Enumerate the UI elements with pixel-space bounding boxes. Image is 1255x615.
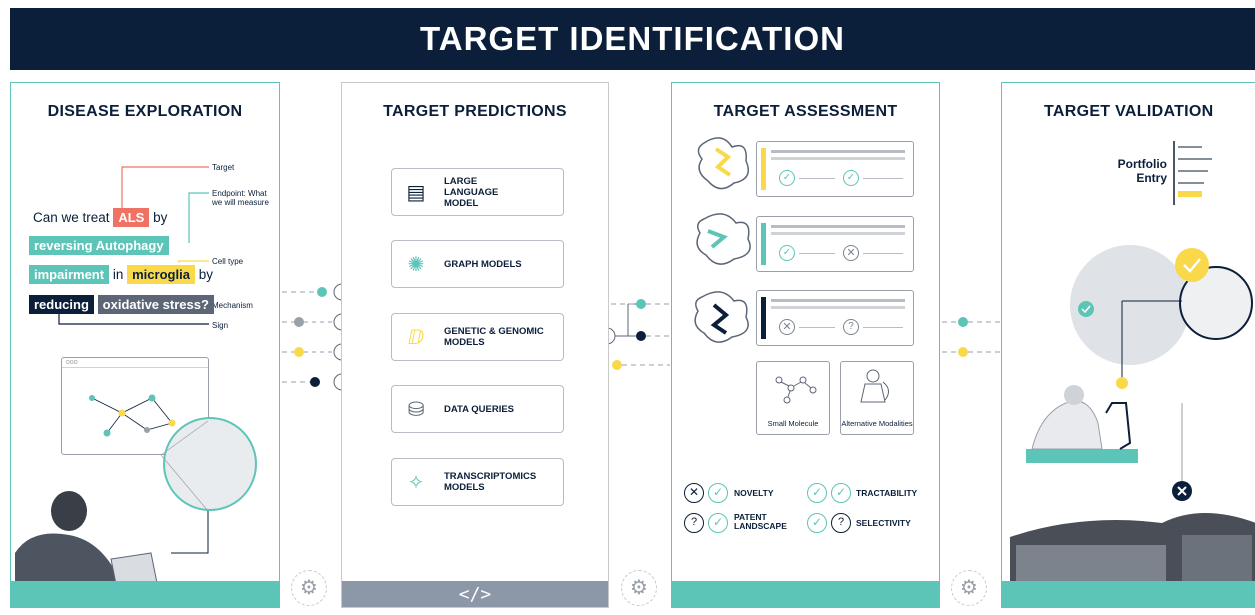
model-box-transcriptomics: ✧ TRANSCRIPTOMICS MODELS [391, 458, 564, 506]
document-icon: ▤ [406, 181, 426, 204]
target-assessment-title: TARGET ASSESSMENT [713, 103, 898, 120]
database-search-icon: ⛁ [407, 398, 425, 421]
check-circle-icon: ✓ [708, 513, 728, 533]
question-word: by [153, 210, 168, 225]
annotation-mechanism: Mechanism [212, 301, 253, 310]
protein-structure-illustrations [694, 137, 751, 343]
flask-icon [860, 369, 889, 403]
disease-exploration-panel: DISEASE EXPLORATION Target Endpoint: Wha… [10, 82, 280, 608]
criterion-patent-landscape: PATENT LANDSCAPE [734, 512, 787, 531]
check-circle-icon: ✓ [708, 483, 728, 503]
check-circle-icon: ✓ [807, 483, 827, 503]
check-icon: ✓ [779, 245, 795, 261]
annotation-endpoint: Endpoint: What we will measure [212, 189, 269, 207]
question-icon: ? [843, 319, 859, 335]
sign-tag: reducing [29, 295, 94, 314]
model-box-large-language: ▤ LARGE LANGUAGE MODEL [391, 168, 564, 216]
panel-footer [672, 581, 939, 607]
question-word: Can we treat [33, 210, 110, 225]
x-icon: ✕ [843, 245, 859, 261]
alternative-modalities-label: Alternative Modalities [841, 419, 913, 428]
molecule-icon [775, 376, 817, 404]
question-line-4: reducing oxidative stress? [29, 295, 214, 314]
target-predictions-title: TARGET PREDICTIONS [383, 103, 567, 120]
validation-illustration [1010, 141, 1255, 603]
code-icon: </> [458, 584, 492, 605]
endpoint-tag: reversing Autophagy [29, 236, 169, 255]
network-graph [89, 394, 176, 437]
small-molecule-label: Small Molecule [767, 419, 819, 428]
assessment-card-2: ✓ ✕ [756, 216, 914, 272]
target-predictions-panel: TARGET PREDICTIONS ▤ LARGE LANGUAGE MODE… [341, 82, 609, 608]
model-label: DATA QUERIES [444, 403, 515, 415]
endpoint-tag-impairment: impairment [29, 265, 110, 284]
alternative-modalities-box: Alternative Modalities [840, 361, 914, 435]
question-word: by [198, 267, 213, 282]
model-label: GRAPH MODELS [444, 258, 522, 270]
gear-icon: ⚙ [621, 570, 657, 606]
window-titlebar: ooo [62, 358, 208, 368]
protein-icon-1 [697, 137, 749, 190]
target-assessment-panel: TARGET ASSESSMENT ✓ ✓ ✓ ✕ ✕ [671, 82, 940, 608]
target-validation-panel: TARGET VALIDATION Portfolio Entry [1001, 82, 1255, 608]
panel-footer [1002, 581, 1255, 607]
panel-footer: </> [342, 581, 608, 607]
question-line-2: reversing Autophagy [29, 236, 169, 255]
page-title: TARGET IDENTIFICATION [420, 20, 845, 57]
annotation-sign: Sign [212, 321, 229, 330]
check-circle-icon: ✓ [807, 513, 827, 533]
gear-icon: ⚙ [951, 570, 987, 606]
assessment-card-3: ✕ ? [756, 290, 914, 346]
question-circle-icon: ? [831, 513, 851, 533]
person-with-laptop-illustration [15, 491, 160, 607]
disease-exploration-title: DISEASE EXPLORATION [47, 103, 243, 120]
check-icon: ✓ [779, 170, 795, 186]
header-banner: TARGET IDENTIFICATION [10, 8, 1255, 70]
model-box-data-queries: ⛁ DATA QUERIES [391, 385, 564, 433]
check-icon: ✓ [843, 170, 859, 186]
question-mark: ? [200, 297, 209, 312]
model-box-graph: ✺ GRAPH MODELS [391, 240, 564, 288]
cell-type-tag: microglia [127, 265, 195, 284]
model-label: GENETIC & GENOMIC MODELS [444, 326, 544, 348]
question-line-1: Can we treat ALS by [33, 208, 167, 227]
target-validation-title: TARGET VALIDATION [1044, 103, 1214, 120]
model-label: LARGE LANGUAGE MODEL [444, 175, 499, 209]
dna-helix-icon: ✧ [407, 471, 425, 494]
question-line-3: impairment in microglia by [29, 265, 213, 284]
criterion-novelty: NOVELTY [734, 488, 774, 498]
panel-footer [11, 581, 279, 607]
zoom-connector-lines [160, 420, 209, 554]
target-tag-als: ALS [113, 208, 150, 227]
annotation-cell-type: Cell type [212, 257, 244, 266]
check-circle-icon: ✓ [831, 483, 851, 503]
protein-icon-3 [694, 291, 749, 343]
window-controls-icon: ooo [66, 359, 78, 366]
model-label: TRANSCRIPTOMICS MODELS [444, 471, 537, 493]
annotation-target: Target [212, 163, 235, 172]
gear-icon: ⚙ [291, 570, 327, 606]
small-molecule-box: Small Molecule [756, 361, 830, 435]
question-word: in [112, 267, 124, 282]
criterion-selectivity: SELECTIVITY [856, 518, 911, 528]
network-icon: ✺ [407, 253, 425, 276]
x-circle-icon: ✕ [684, 483, 704, 503]
protein-icon-2 [696, 213, 751, 265]
mechanism-tag: oxidative stress? [97, 295, 214, 314]
question-circle-icon: ? [684, 513, 704, 533]
x-icon: ✕ [779, 319, 795, 335]
criterion-tractability: TRACTABILITY [856, 488, 918, 498]
zoom-circle-graph [163, 417, 257, 511]
portfolio-entry-label: Portfolio Entry [1097, 157, 1167, 185]
assessment-card-1: ✓ ✓ [756, 141, 914, 197]
mechanism-text: oxidative stress [102, 297, 201, 312]
model-box-genetic: ⅅ GENETIC & GENOMIC MODELS [391, 313, 564, 361]
portfolio-text: Portfolio Entry [1117, 157, 1167, 185]
dna-strand-icon: ⅅ [407, 326, 425, 349]
